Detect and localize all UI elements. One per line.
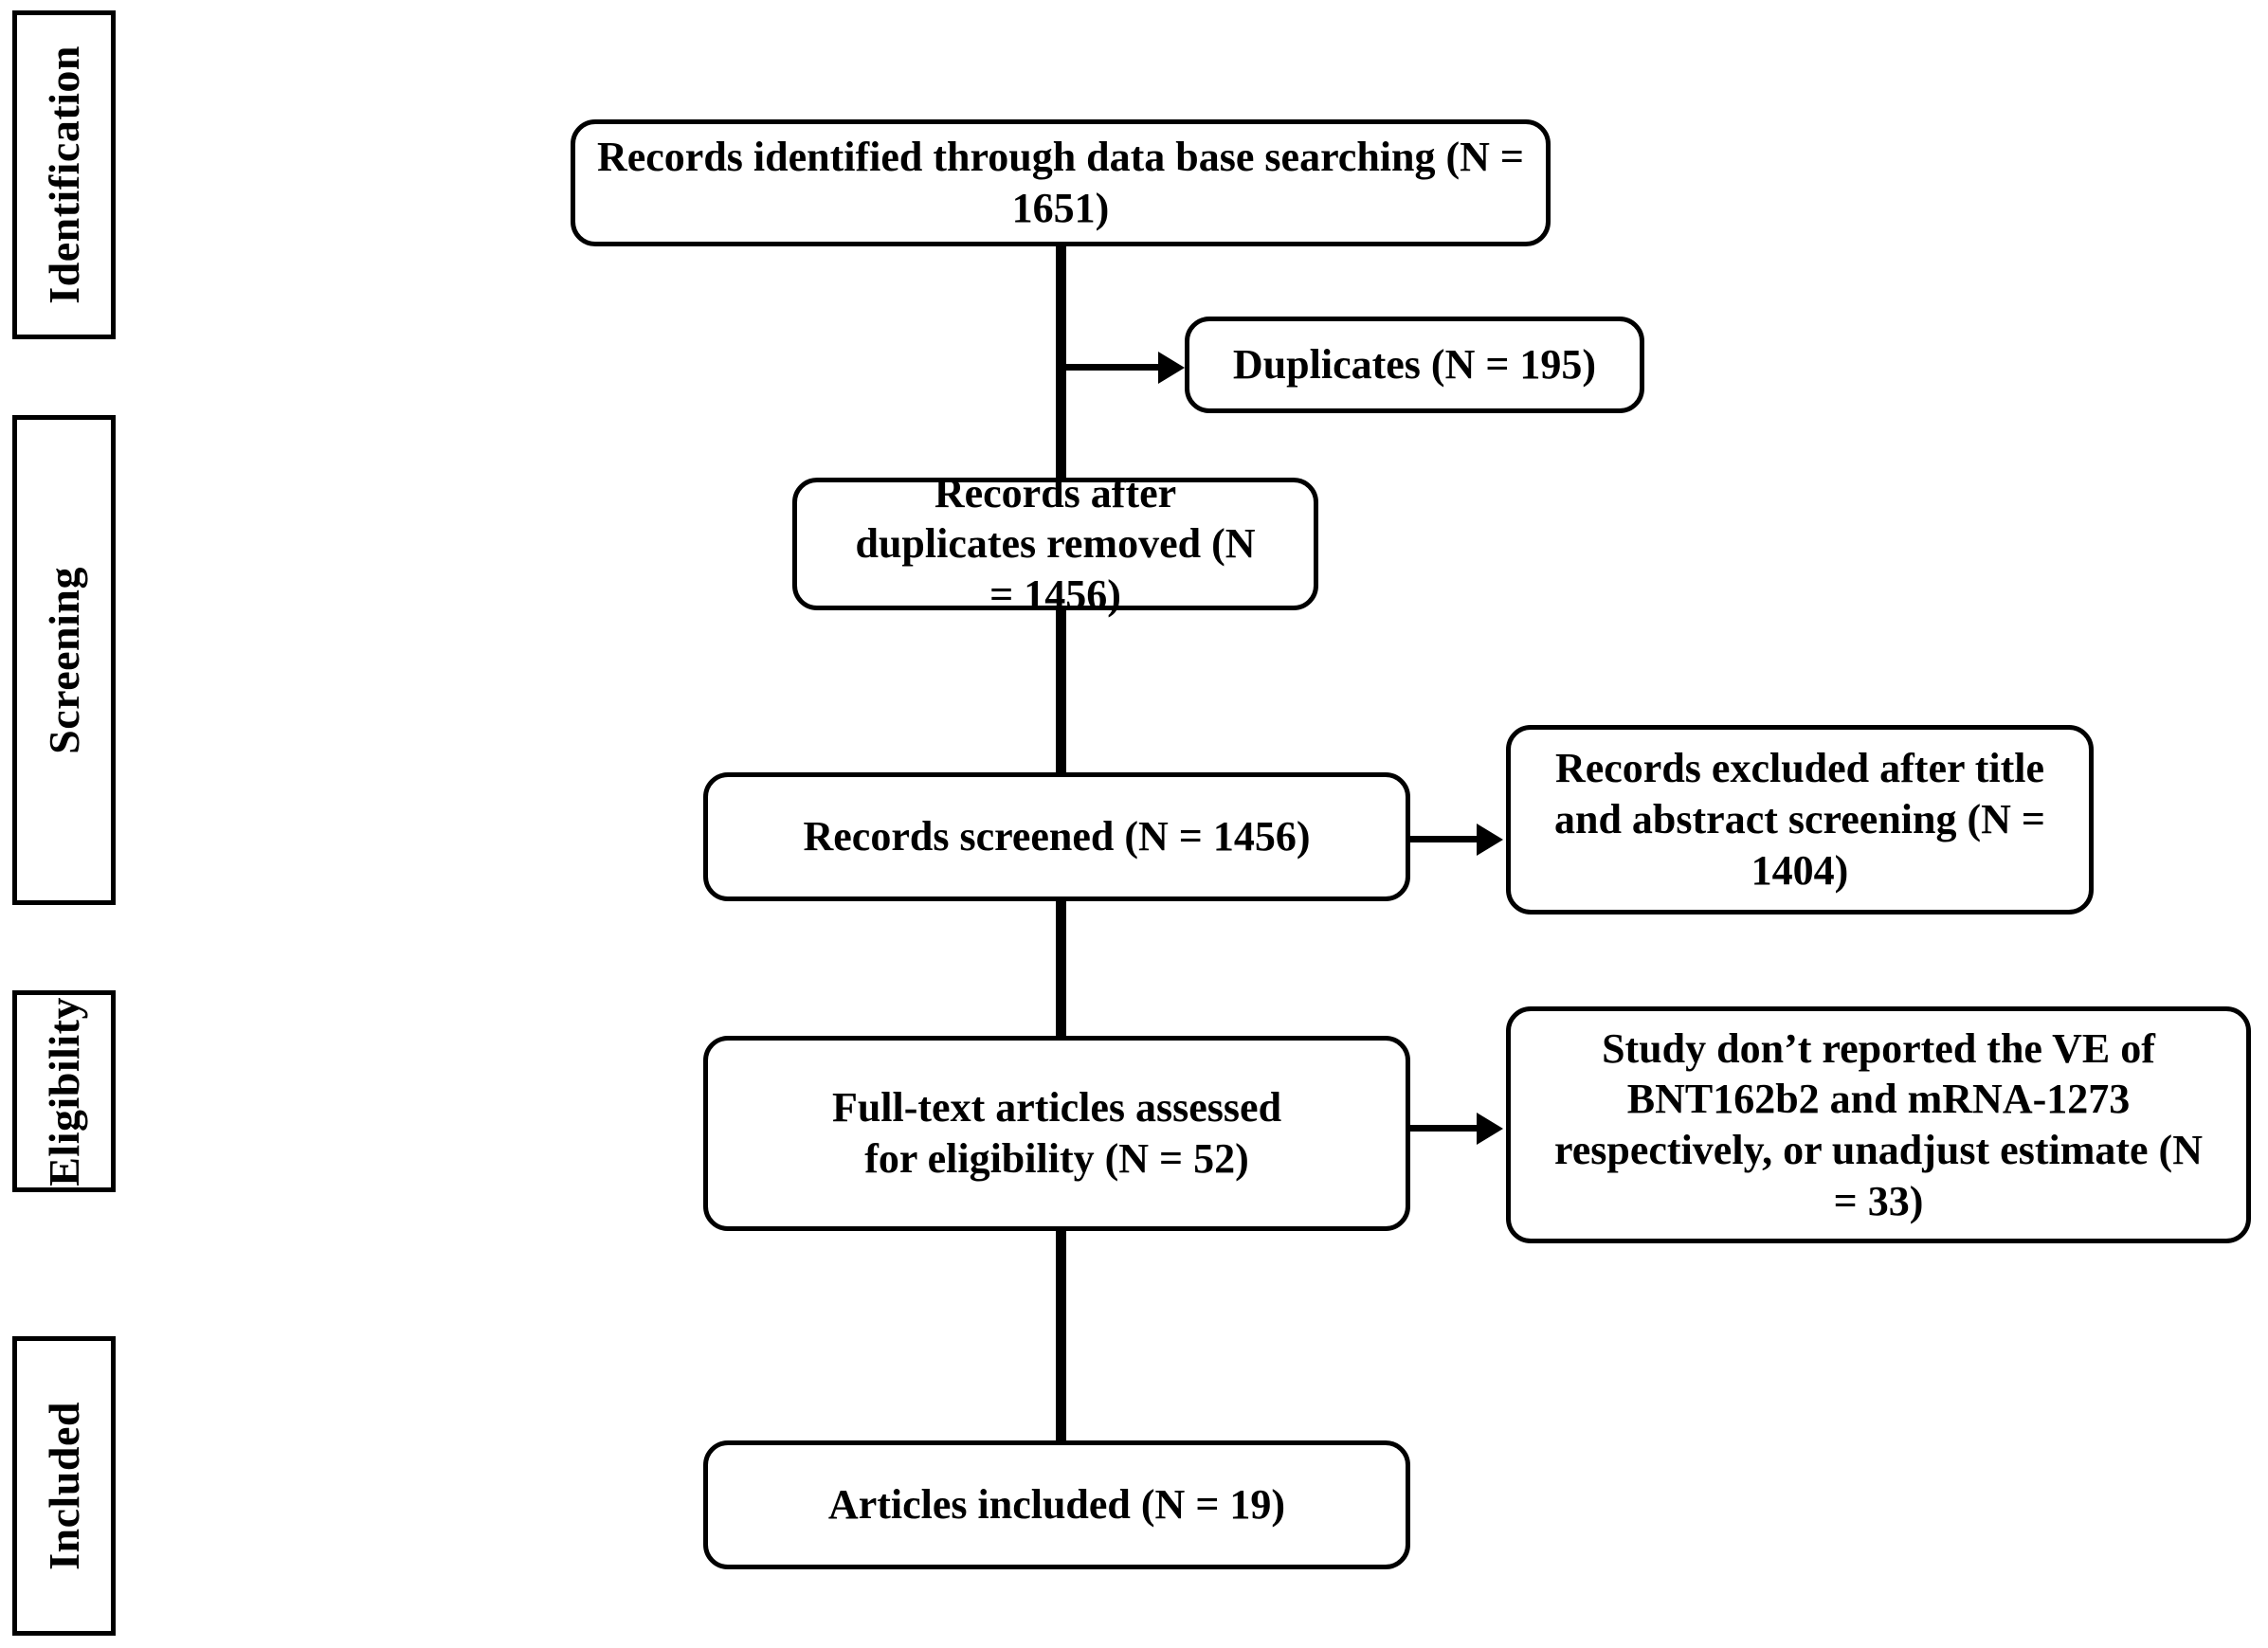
connector-identified-to-duplicates — [1061, 364, 1165, 371]
stage-label-identification: Identification — [39, 45, 88, 304]
box-full-text-excluded-label: Study don’t reported the VE of BNT162b2 … — [1554, 1024, 2203, 1224]
connector-fulltext-to-included — [1056, 1230, 1066, 1446]
box-records-identified-label: Records identified through data base sea… — [596, 134, 1525, 231]
stage-box-eligibility: Eligibility — [12, 990, 116, 1192]
arrowhead-to-duplicates — [1158, 352, 1185, 384]
box-records-screened[interactable]: Records screened (N = 1456) — [703, 772, 1410, 901]
box-duplicates-label: Duplicates (N = 195) — [1232, 341, 1597, 389]
stage-box-included: Included — [12, 1336, 116, 1636]
stage-box-identification: Identification — [12, 10, 116, 339]
stage-box-screening: Screening — [12, 415, 116, 905]
stage-label-included: Included — [39, 1402, 88, 1570]
arrowhead-to-excluded — [1477, 824, 1503, 856]
connector-after-duplicates-to-screened — [1056, 607, 1066, 778]
box-records-after-duplicates-label: Records after duplicates removed (N = 14… — [855, 469, 1256, 618]
box-records-identified[interactable]: Records identified through data base sea… — [571, 119, 1551, 246]
stage-label-eligibility: Eligibility — [39, 996, 88, 1186]
box-records-excluded-label: Records excluded after title and abstrac… — [1553, 745, 2045, 894]
box-records-after-duplicates[interactable]: Records after duplicates removed (N = 14… — [792, 470, 1318, 618]
box-articles-included-label: Articles included (N = 19) — [827, 1481, 1286, 1529]
connector-screened-to-excluded — [1408, 836, 1484, 842]
arrowhead-to-fulltext-excluded — [1477, 1113, 1503, 1145]
box-duplicates[interactable]: Duplicates (N = 195) — [1185, 317, 1644, 413]
connector-identified-to-after-duplicates — [1056, 243, 1066, 484]
box-records-screened-label: Records screened (N = 1456) — [803, 813, 1311, 860]
box-records-excluded[interactable]: Records excluded after title and abstrac… — [1506, 725, 2094, 915]
connector-screened-to-fulltext — [1056, 898, 1066, 1067]
box-full-text-excluded[interactable]: Study don’t reported the VE of BNT162b2 … — [1506, 1006, 2251, 1243]
box-full-text-assessed[interactable]: Full-text articles assessed for eligibil… — [703, 1036, 1410, 1231]
stage-label-screening: Screening — [39, 566, 88, 754]
box-full-text-assessed-label: Full-text articles assessed for eligibil… — [831, 1084, 1282, 1182]
box-articles-included[interactable]: Articles included (N = 19) — [703, 1440, 1410, 1569]
